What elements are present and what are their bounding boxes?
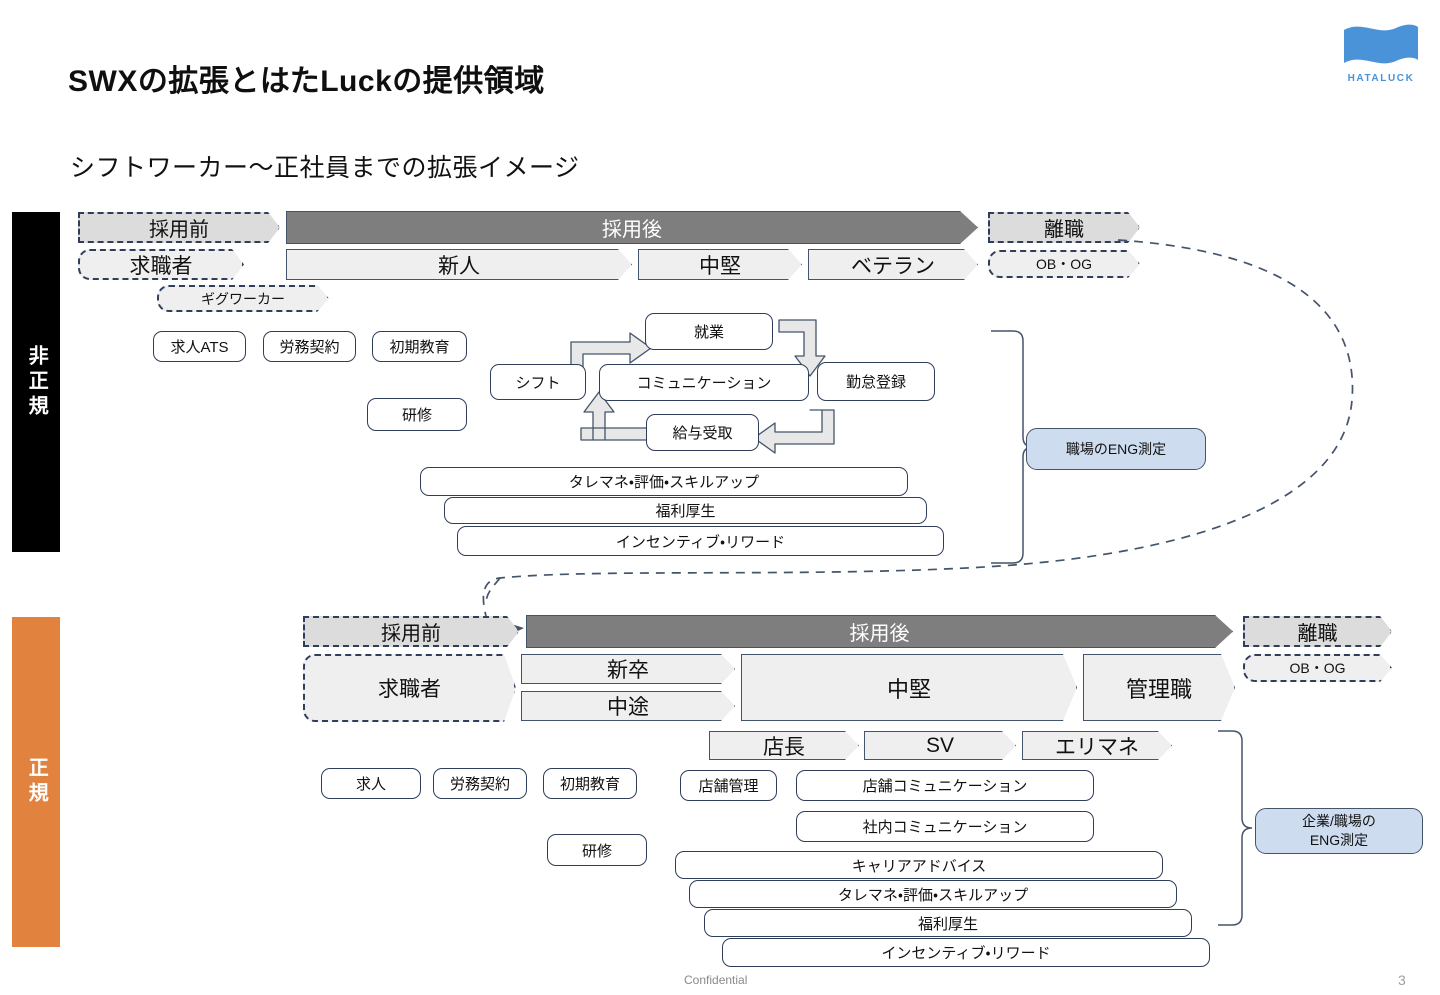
- regular-ob-og-chevron: OB・OG: [1243, 654, 1392, 682]
- regular-box-initial-training: 初期教育: [543, 768, 637, 799]
- regular-stage-manager: 管理職: [1083, 654, 1235, 721]
- nonregular-pre-hire-chevron: 採用前: [78, 212, 280, 243]
- regular-box-labor-contract: 労務契約: [433, 768, 527, 799]
- logo-text: HATALUCK: [1347, 73, 1415, 84]
- category-bar-nonregular: 非正規: [12, 212, 60, 552]
- nonregular-bar-talent-management: タレマネ・評価・スキルアップ: [420, 467, 908, 496]
- nonregular-box-initial-training: 初期教育: [372, 331, 467, 362]
- category-label-nonregular: 非正規: [25, 344, 48, 420]
- regular-leave-chevron: 離職: [1243, 616, 1392, 647]
- nonregular-ob-og-chevron: OB・OG: [988, 250, 1140, 278]
- nonregular-bar-incentive-reward: インセンティブ・リワード: [457, 526, 944, 556]
- nonregular-stage-veteran: ベテラン: [808, 249, 978, 280]
- regular-role-store-manager: 店長: [709, 731, 859, 760]
- regular-bar-welfare: 福利厚生: [704, 909, 1192, 937]
- regular-box-store-communication: 店舗コミュニケーション: [796, 770, 1094, 801]
- nonregular-box-attendance: 勤怠登録: [817, 362, 935, 401]
- hataluck-logo: HATALUCK: [1338, 20, 1424, 90]
- regular-role-sv: SV: [864, 731, 1016, 760]
- nonregular-box-communication: コミュニケーション: [599, 364, 809, 401]
- regular-pre-hire-chevron: 採用前: [303, 616, 519, 647]
- regular-bar-talent-management: タレマネ・評価・スキルアップ: [689, 880, 1177, 908]
- regular-box-training: 研修: [547, 834, 647, 866]
- nonregular-box-labor-contract: 労務契約: [263, 331, 356, 362]
- nonregular-bar-welfare: 福利厚生: [444, 497, 927, 524]
- flag-icon: [1344, 24, 1418, 64]
- nonregular-box-work: 就業: [645, 313, 773, 350]
- regular-job-seeker-chevron: 求職者: [303, 654, 516, 722]
- category-bar-regular: 正規: [12, 617, 60, 947]
- regular-stage-midcareer: 中途: [521, 691, 735, 721]
- nonregular-gig-worker-chevron: ギグワーカー: [157, 285, 329, 312]
- nonregular-box-job-ats: 求人ATS: [153, 331, 246, 362]
- page-number: 3: [1398, 972, 1406, 988]
- nonregular-box-shift: シフト: [490, 364, 586, 400]
- regular-box-store-management: 店舗管理: [680, 770, 777, 801]
- nonregular-stage-newcomer: 新人: [286, 249, 632, 280]
- page-title: SWXの拡張とはたLuckの提供領域: [68, 65, 545, 98]
- nonregular-leave-chevron: 離職: [988, 212, 1140, 243]
- regular-post-hire-chevron: 採用後: [526, 615, 1233, 648]
- nonregular-job-seeker-chevron: 求職者: [78, 249, 244, 280]
- nonregular-eng-box: 職場のENG測定: [1026, 428, 1206, 470]
- regular-role-area-manager: エリマネ: [1022, 731, 1172, 760]
- regular-stage-new-graduate: 新卒: [521, 654, 735, 684]
- regular-bar-incentive-reward: インセンティブ・リワード: [722, 938, 1210, 967]
- page-subtitle: シフトワーカー〜正社員までの拡張イメージ: [70, 154, 580, 182]
- regular-stage-midlevel: 中堅: [741, 654, 1077, 721]
- nonregular-box-training: 研修: [367, 398, 467, 431]
- regular-box-internal-communication: 社内コミュニケーション: [796, 811, 1094, 842]
- regular-box-recruit: 求人: [321, 768, 421, 799]
- nonregular-stage-midlevel: 中堅: [638, 249, 802, 280]
- regular-eng-line1: 企業/職場の: [1302, 813, 1376, 830]
- regular-bar-career-advice: キャリアアドバイス: [675, 851, 1163, 879]
- nonregular-post-hire-chevron: 採用後: [286, 211, 978, 244]
- category-label-regular: 正規: [25, 757, 48, 807]
- footer-confidential: Confidential: [684, 973, 748, 987]
- regular-eng-line2: ENG測定: [1309, 832, 1369, 848]
- nonregular-box-payroll: 給与受取: [646, 414, 759, 451]
- regular-eng-box: 企業/職場の ENG測定: [1255, 808, 1423, 854]
